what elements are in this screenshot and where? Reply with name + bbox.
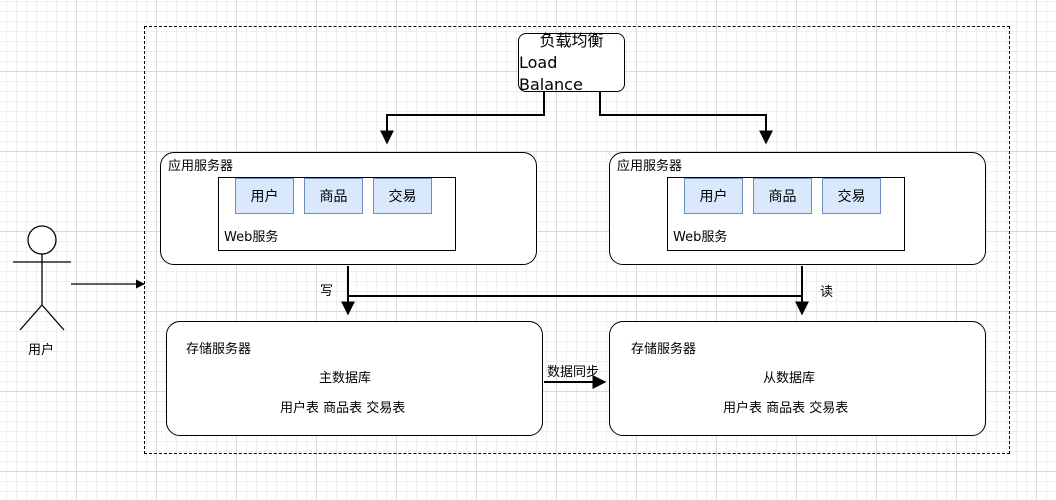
master-db-label: 主数据库 — [318, 371, 371, 386]
storage-server-right — [609, 321, 986, 436]
module-product-right: 商品 — [753, 178, 812, 214]
user-actor-label: 用户 — [28, 343, 55, 358]
master-db-tables: 用户表 商品表 交易表 — [280, 401, 406, 416]
web-service-right-label: Web服务 — [673, 230, 728, 245]
storage-server-left-label: 存储服务器 — [186, 342, 252, 357]
load-balancer-subtitle: Load Balance — [519, 52, 583, 94]
slave-db-tables: 用户表 商品表 交易表 — [723, 401, 849, 416]
write-edge-label: 写 — [320, 284, 334, 299]
user-actor-icon — [13, 225, 71, 331]
module-product-left: 商品 — [304, 178, 363, 214]
load-balancer-node: 负载均衡 Load Balance — [518, 30, 625, 94]
module-trade-right: 交易 — [822, 178, 881, 214]
lb-to-app-right-arrow — [599, 92, 773, 145]
app-server-left-label: 应用服务器 — [168, 159, 234, 174]
module-trade-left: 交易 — [373, 178, 432, 214]
read-edge-label: 读 — [820, 285, 834, 300]
module-user-right: 用户 — [684, 178, 743, 214]
slave-db-label: 从数据库 — [762, 371, 815, 386]
sync-edge-label: 数据同步 — [547, 365, 600, 380]
app-server-right-label: 应用服务器 — [617, 159, 683, 174]
system-boundary — [144, 26, 1010, 454]
storage-server-right-label: 存储服务器 — [631, 342, 697, 357]
lb-to-app-left-arrow — [380, 92, 545, 145]
storage-server-left — [166, 321, 543, 436]
module-user-left: 用户 — [235, 178, 294, 214]
load-balancer-title: 负载均衡 — [539, 30, 604, 50]
web-service-left-label: Web服务 — [224, 230, 279, 245]
